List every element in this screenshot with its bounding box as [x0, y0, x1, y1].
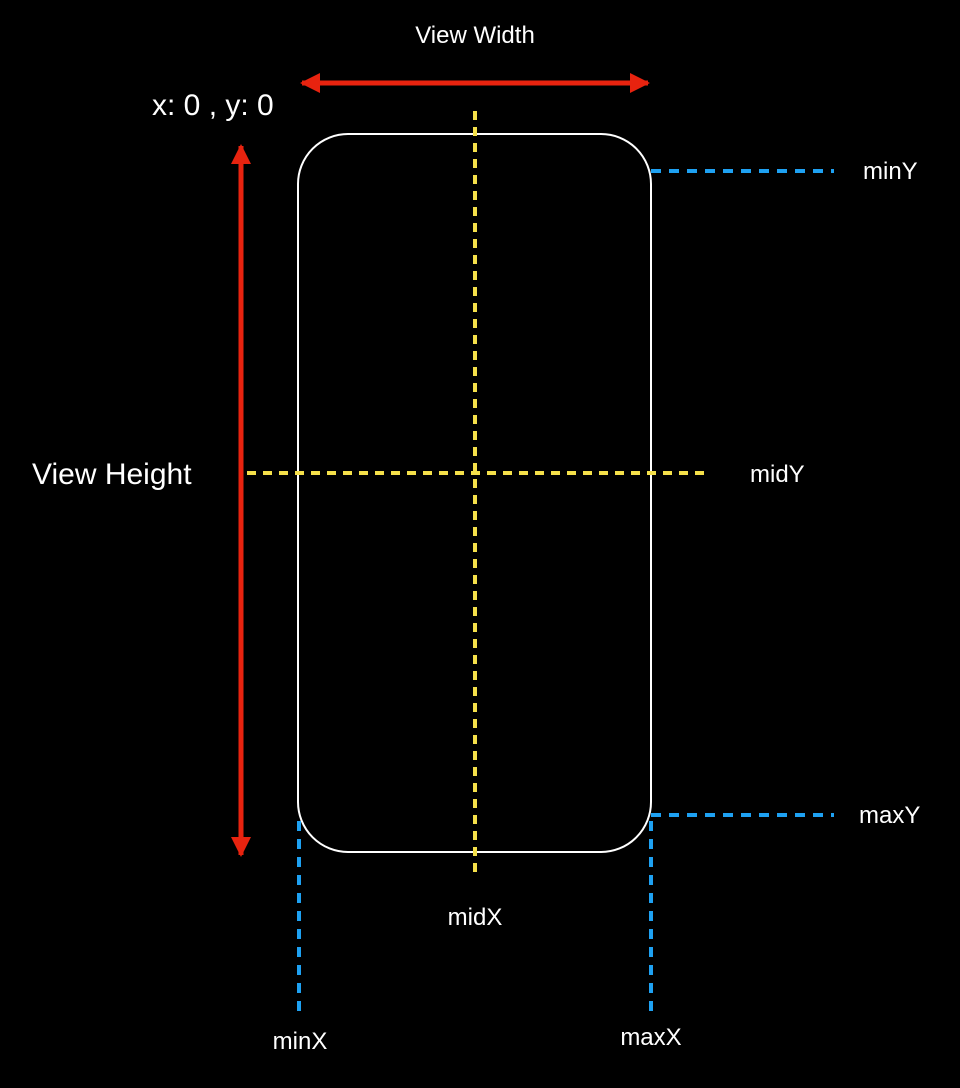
view-height-label: View Height [32, 458, 192, 491]
min-x-label: minX [273, 1028, 328, 1055]
max-x-label: maxX [620, 1024, 681, 1051]
mid-x-label: midX [448, 904, 503, 931]
origin-label: x: 0 , y: 0 [152, 89, 274, 122]
mid-y-label: midY [750, 461, 805, 488]
max-y-label: maxY [859, 802, 920, 829]
view-width-label: View Width [415, 22, 535, 49]
min-y-label: minY [863, 158, 918, 185]
